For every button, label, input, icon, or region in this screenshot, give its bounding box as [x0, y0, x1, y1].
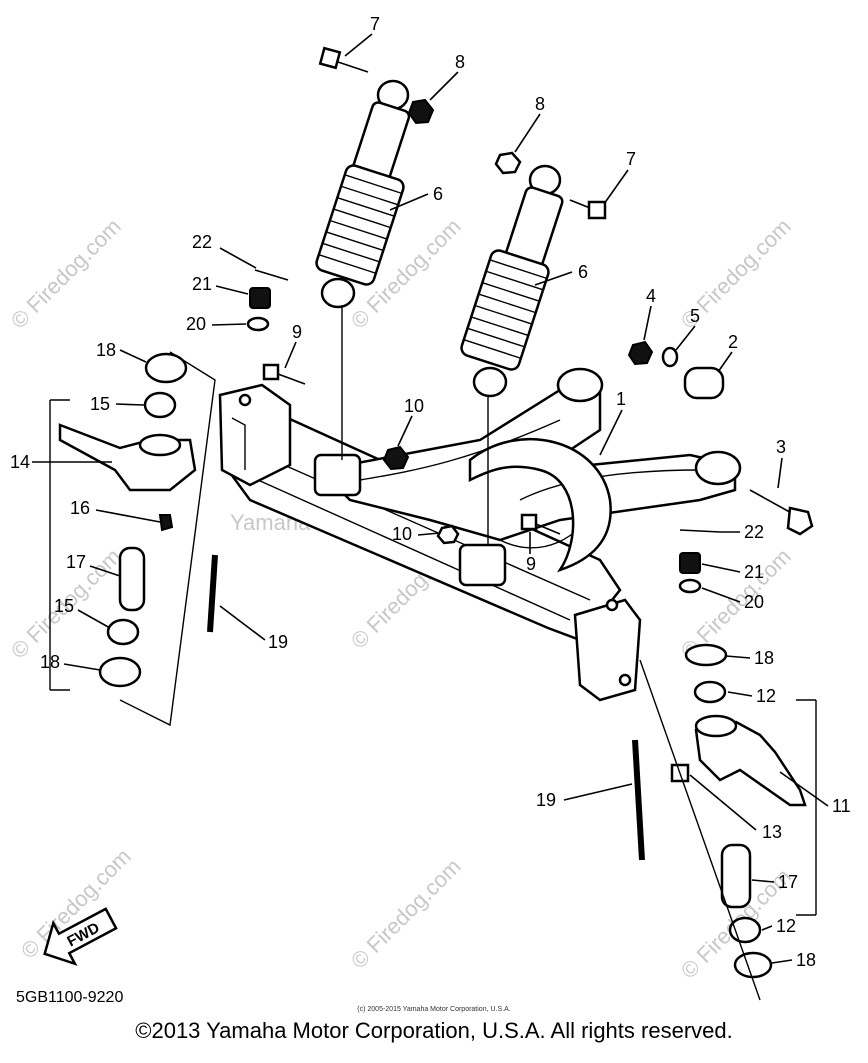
bushing-12-lower	[728, 916, 762, 944]
shock-absorber-right	[460, 164, 564, 545]
callout-8-lower: 8	[535, 94, 545, 114]
bolt-9-lower	[520, 513, 561, 535]
nut-21-left	[249, 287, 271, 309]
steering-knuckle-left	[58, 423, 197, 532]
dust-cover-18-c	[684, 643, 728, 667]
callout-13: 13	[762, 822, 782, 842]
bolt-7-upper	[318, 46, 369, 73]
cotter-pin-22-left	[254, 269, 289, 281]
bushing-2	[683, 366, 725, 400]
callout-7-lower: 7	[626, 149, 636, 169]
callout-4: 4	[646, 286, 656, 306]
callout-9-lower: 9	[526, 554, 536, 574]
callout-9-upper: 9	[292, 322, 302, 342]
callout-20-right: 20	[744, 592, 764, 612]
kingpin-19-right	[632, 739, 645, 861]
nut-10-lower	[436, 524, 460, 545]
callout-11: 11	[832, 796, 851, 816]
callouts: 1 2 3 4 5 6 6 7 7 8 8 9 9 10 10 11 12 12…	[10, 14, 851, 970]
callout-15-lower: 15	[54, 596, 74, 616]
bolt-7-lower	[569, 199, 607, 220]
callout-6-left: 6	[433, 184, 443, 204]
callout-10-lower: 10	[392, 524, 412, 544]
callout-22-left: 22	[192, 232, 212, 252]
cotter-pin-22-right	[679, 529, 721, 533]
nut-21-right	[679, 552, 701, 574]
callout-15-upper: 15	[90, 394, 110, 414]
part-code: 5GB1100-9220	[16, 989, 123, 1006]
callout-19-right: 19	[536, 790, 556, 810]
callout-2: 2	[728, 332, 738, 352]
nut-10-upper	[382, 445, 410, 471]
bushing-15-upper	[143, 391, 177, 419]
callout-18-c: 18	[754, 648, 774, 668]
callout-21-right: 21	[744, 562, 764, 582]
washer-20-left	[246, 316, 270, 332]
callout-1: 1	[616, 389, 626, 409]
bushing-15-lower	[106, 618, 140, 646]
callout-22-right: 22	[744, 522, 764, 542]
callout-16: 16	[70, 498, 90, 518]
small-copyright: (c) 2005-2015 Yamaha Motor Corporation, …	[357, 1006, 511, 1013]
washer-5	[661, 346, 679, 368]
collar-17-left	[118, 546, 146, 612]
callout-12-upper: 12	[756, 686, 776, 706]
nut-8-lower	[494, 151, 522, 175]
nut-4	[627, 340, 654, 366]
bolt-9-upper	[262, 363, 306, 385]
kingpin-19-left	[207, 554, 218, 633]
nut-8-upper	[407, 98, 435, 125]
callout-18-d: 18	[796, 950, 816, 970]
callout-17-right: 17	[778, 872, 798, 892]
callout-5: 5	[690, 306, 700, 326]
callout-18-a: 18	[96, 340, 116, 360]
watermark-site-1: © Firedog.com	[6, 214, 126, 334]
callout-14: 14	[10, 452, 30, 472]
bolt-3	[749, 489, 814, 536]
callout-21-left: 21	[192, 274, 212, 294]
dust-cover-18-d	[733, 951, 773, 979]
callout-18-b: 18	[40, 652, 60, 672]
callout-8-upper: 8	[455, 52, 465, 72]
callout-10-upper: 10	[404, 396, 424, 416]
callout-12-lower: 12	[776, 916, 796, 936]
dust-cover-18-a	[144, 352, 188, 384]
hardware	[58, 46, 814, 979]
dust-cover-18-b	[98, 656, 142, 688]
callout-20-left: 20	[186, 314, 206, 334]
callout-3: 3	[776, 437, 786, 457]
group-brackets	[49, 351, 817, 1001]
steering-knuckle-right	[670, 714, 807, 807]
shock-absorber-left	[315, 79, 411, 460]
collar-17-right	[720, 843, 752, 909]
callout-7-upper: 7	[370, 14, 380, 34]
callout-19-left: 19	[268, 632, 288, 652]
copyright-footer: ©2013 Yamaha Motor Corporation, U.S.A. A…	[135, 1018, 733, 1043]
bushing-12-upper	[693, 680, 727, 704]
callout-17-left: 17	[66, 552, 86, 572]
watermark-site-8: © Firedog.com	[346, 854, 466, 974]
washer-20-right	[678, 578, 702, 594]
front-frame	[218, 367, 742, 702]
callout-6-right: 6	[578, 262, 588, 282]
